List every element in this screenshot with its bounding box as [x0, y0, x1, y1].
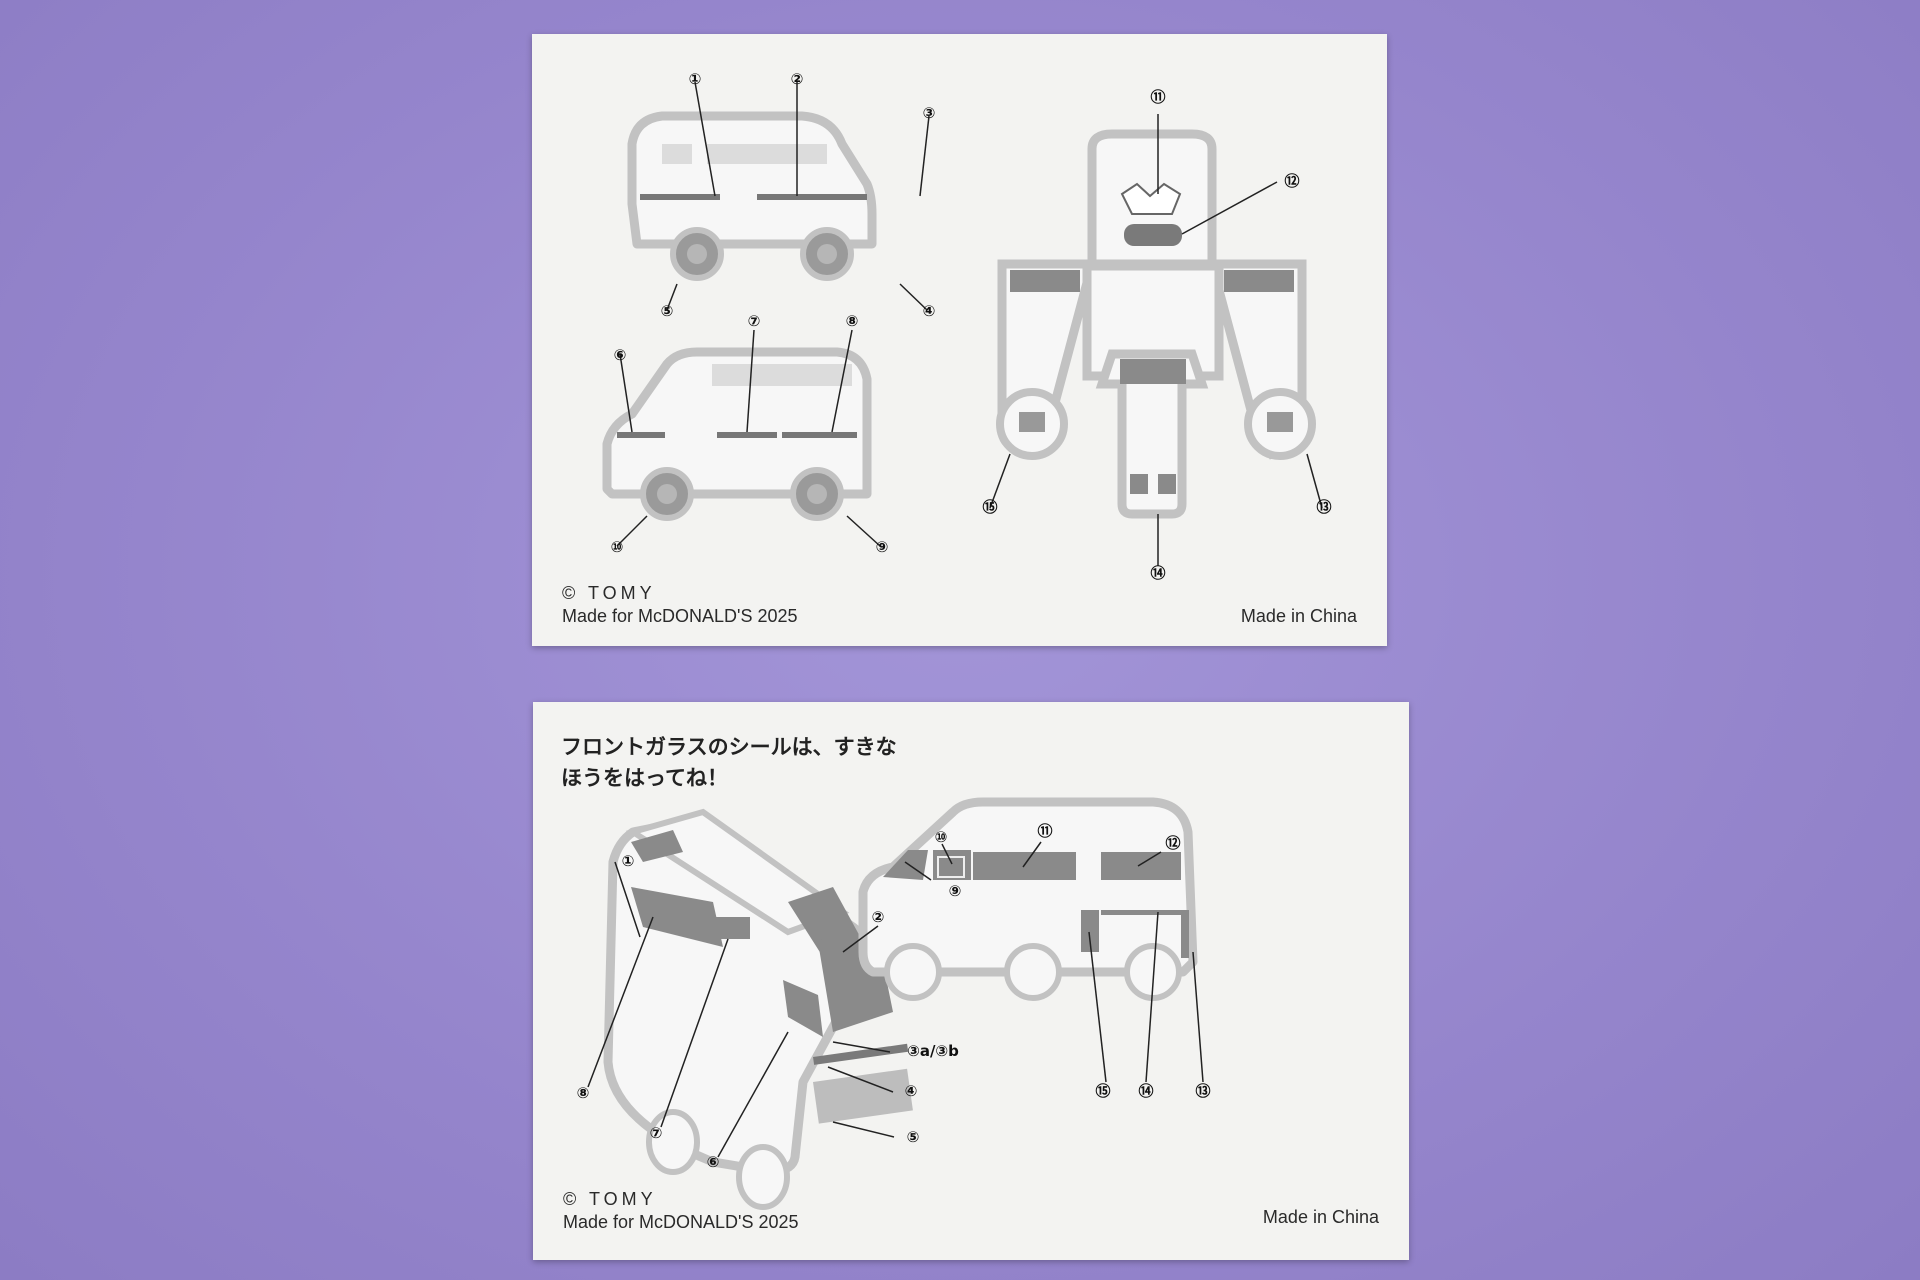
callout-2: ②: [872, 908, 885, 926]
callout-4: ④: [905, 1082, 918, 1100]
callout-10: ⑩: [611, 538, 624, 556]
callout-lines-bottom: [587, 841, 1204, 1158]
callout-11: ⑪: [1037, 822, 1052, 840]
instruction-line-1: フロントガラスのシールは、すきな: [561, 735, 897, 759]
callout-7: ⑦: [748, 312, 761, 330]
callout-10: ⑩: [935, 828, 948, 846]
callout-13: ⑬: [1316, 498, 1331, 516]
callout-2: ②: [791, 70, 804, 88]
sticker-instruction-sheet-top: ① ② ③ ④ ⑤ ⑥ ⑦ ⑧ ⑨ ⑩ ⑪ ⑫ ⑬ ⑭ ⑮ © TOMY Mad…: [532, 34, 1387, 646]
made-for-text: Made for McDONALD'S 2025: [562, 606, 798, 626]
callout-8: ⑧: [577, 1084, 590, 1102]
callout-5: ⑤: [661, 302, 674, 320]
callout-6: ⑥: [707, 1153, 720, 1171]
top-sheet-diagrams: ① ② ③ ④ ⑤ ⑥ ⑦ ⑧ ⑨ ⑩ ⑪ ⑫ ⑬ ⑭ ⑮: [602, 70, 1332, 582]
callout-9: ⑨: [949, 882, 962, 900]
van-side-view-right: [602, 347, 872, 521]
callout-1: ①: [689, 70, 702, 88]
instruction-line-2: ほうをはってね！: [561, 766, 728, 790]
callout-7: ⑦: [650, 1124, 663, 1142]
made-in-text: Made in China: [1240, 606, 1357, 626]
callout-9: ⑨: [876, 538, 889, 556]
copyright-tomy: © TOMY: [562, 583, 656, 603]
sticker-instruction-sheet-bottom: フロントガラスのシールは、すきな ほうをはってね！: [533, 702, 1409, 1260]
robot-mode-diagram: [996, 129, 1316, 519]
copyright-tomy: © TOMY: [563, 1189, 657, 1209]
callout-14: ⑭: [1150, 564, 1165, 582]
bottom-sheet-diagrams: ① ② ③a/③b ④ ⑤ ⑥ ⑦ ⑧ ⑨ ⑩ ⑪ ⑫ ⑬ ⑭ ⑮: [577, 797, 1211, 1210]
callout-1: ①: [622, 852, 635, 870]
callout-3: ③: [923, 104, 936, 122]
callout-15: ⑮: [982, 498, 997, 516]
callout-5: ⑤: [907, 1128, 920, 1146]
callout-3a-3b: ③a/③b: [907, 1042, 959, 1060]
callout-8: ⑧: [846, 312, 859, 330]
callout-15: ⑮: [1095, 1082, 1110, 1100]
van-three-quarter-view: [603, 808, 913, 1210]
callout-14: ⑭: [1138, 1082, 1153, 1100]
callout-12: ⑫: [1284, 172, 1299, 190]
van-side-view-left: [627, 111, 877, 281]
van-side-view-windows: [858, 797, 1198, 1001]
callout-lines-top: [616, 81, 1323, 566]
callout-6: ⑥: [614, 346, 627, 364]
callout-13: ⑬: [1195, 1082, 1210, 1100]
callout-4: ④: [923, 302, 936, 320]
callouts-top: ① ② ③ ④ ⑤ ⑥ ⑦ ⑧ ⑨ ⑩ ⑪ ⑫ ⑬ ⑭ ⑮: [611, 70, 1332, 582]
callout-12: ⑫: [1165, 834, 1180, 852]
callouts-bottom: ① ② ③a/③b ④ ⑤ ⑥ ⑦ ⑧ ⑨ ⑩ ⑪ ⑫ ⑬ ⑭ ⑮: [577, 822, 1211, 1171]
callout-11: ⑪: [1150, 88, 1165, 106]
made-in-text: Made in China: [1262, 1207, 1379, 1227]
made-for-text: Made for McDONALD'S 2025: [563, 1212, 799, 1232]
